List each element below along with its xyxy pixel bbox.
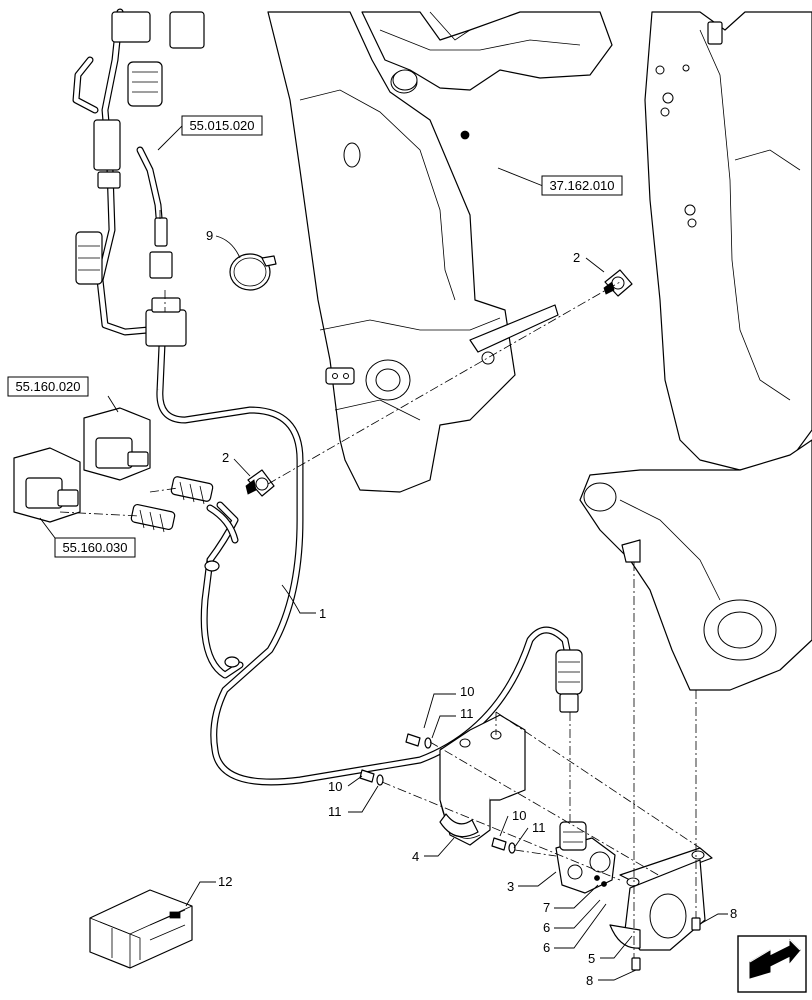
reference-label: 55.015.020 <box>189 118 254 133</box>
upper-mechanism <box>361 11 613 91</box>
callout-6-upper: 6 <box>543 920 550 935</box>
reference-label: 55.160.020 <box>15 379 80 394</box>
harness-connectors <box>130 476 240 668</box>
callout-10-left: 10 <box>328 779 342 794</box>
callouts: 1 2 2 3 4 5 6 6 7 8 8 9 10 10 10 11 11 1… <box>206 228 737 988</box>
callout-2-upper: 2 <box>573 250 580 265</box>
callout-7: 7 <box>543 900 550 915</box>
wiring-harness <box>72 8 572 786</box>
callout-4: 4 <box>412 849 419 864</box>
reference-55-160-020[interactable]: 55.160.020 <box>7 376 89 397</box>
crate-12 <box>89 889 193 969</box>
reference-label: 55.160.030 <box>62 540 127 555</box>
control-modules <box>13 407 151 523</box>
reference-55-160-030[interactable]: 55.160.030 <box>54 537 136 558</box>
bracket-4 <box>439 714 526 846</box>
bolts-10-11 <box>359 733 516 854</box>
assembly-lines <box>59 210 701 958</box>
leader-lines <box>39 124 728 981</box>
arrow-navigation-icon[interactable] <box>737 935 807 993</box>
callout-10-mid: 10 <box>512 808 526 823</box>
cable-tie <box>229 253 277 291</box>
upper-connectors <box>75 11 205 347</box>
callout-9: 9 <box>206 228 213 243</box>
sensor-3 <box>555 821 616 894</box>
callout-11-top: 11 <box>460 706 474 721</box>
chassis-frame-right <box>644 11 812 471</box>
callout-3: 3 <box>507 879 514 894</box>
callout-11-left: 11 <box>328 804 342 819</box>
callout-11-mid: 11 <box>532 820 546 835</box>
callout-6-lower: 6 <box>543 940 550 955</box>
reference-37-162-010[interactable]: 37.162.010 <box>541 175 623 196</box>
callout-10-top: 10 <box>460 684 474 699</box>
callout-8-bottom: 8 <box>586 973 593 988</box>
callout-8-right: 8 <box>730 906 737 921</box>
callout-12: 12 <box>218 874 232 889</box>
bracket-5 <box>609 847 713 951</box>
lower-arm <box>579 439 812 691</box>
callout-1: 1 <box>319 606 326 621</box>
reference-label: 37.162.010 <box>549 178 614 193</box>
reference-55-015-020[interactable]: 55.015.020 <box>181 115 263 136</box>
callout-5: 5 <box>588 951 595 966</box>
sensor-connector <box>555 649 583 713</box>
callout-2-lower: 2 <box>222 450 229 465</box>
clip-lower <box>245 469 275 497</box>
